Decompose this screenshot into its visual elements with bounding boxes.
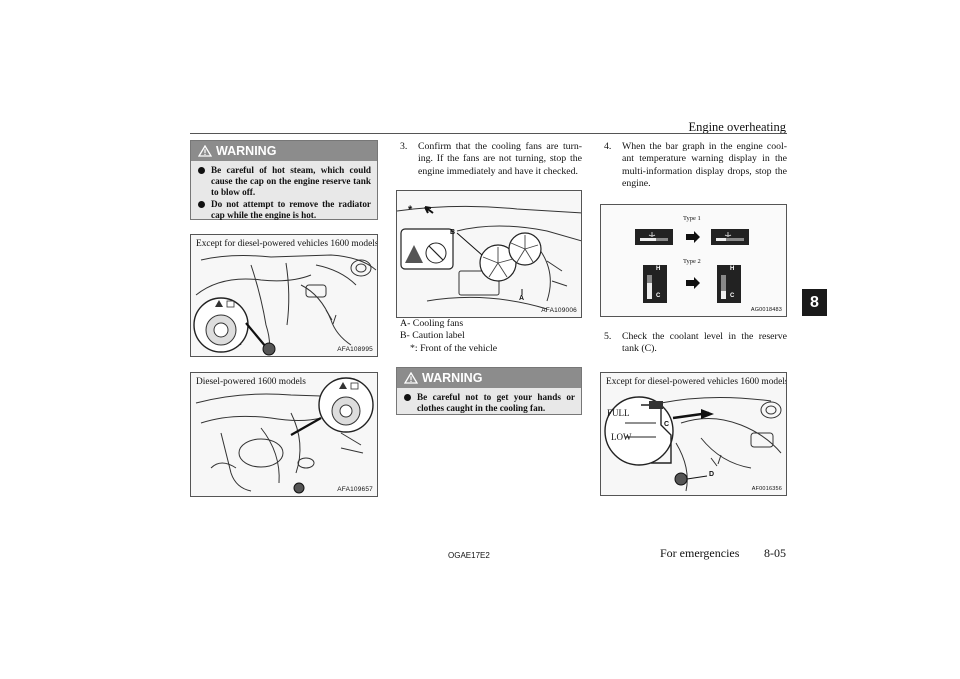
figure-code: AF0016356 bbox=[751, 486, 782, 492]
gauge-h-label: H bbox=[656, 266, 661, 272]
type1-label: Type 1 bbox=[683, 215, 701, 222]
gauge-c-label: C bbox=[656, 293, 661, 299]
figure-code: AG0018483 bbox=[750, 307, 782, 313]
engine-bay-diesel-illustration bbox=[195, 377, 374, 494]
header-rule bbox=[190, 133, 787, 134]
coolant-level-illustration bbox=[604, 396, 782, 492]
footer-section-title: For emergencies bbox=[660, 546, 740, 560]
arrow-right-icon bbox=[686, 231, 700, 243]
bullet-icon bbox=[198, 201, 205, 208]
bullet-icon bbox=[198, 167, 205, 174]
label-a: A bbox=[519, 295, 525, 302]
step-number: 3. bbox=[400, 141, 408, 152]
figure-reserve-tank-diesel: Diesel-powered 1600 models AFA109657 bbox=[190, 372, 378, 497]
label-d: D bbox=[709, 471, 715, 478]
warning-heading: WARNING bbox=[397, 368, 581, 388]
step-text: Confirm that the cooling fans are turn-i… bbox=[418, 141, 582, 177]
figure-caption: Except for diesel-powered vehicles 1600 … bbox=[606, 377, 787, 387]
legend-item-a: A- Cooling fans bbox=[400, 318, 464, 329]
warning-item-text: Do not attempt to remove the radiator ca… bbox=[211, 199, 371, 220]
label-star: * bbox=[408, 204, 413, 216]
footer-document-code: OGAE17E2 bbox=[448, 551, 490, 560]
bullet-icon bbox=[404, 394, 411, 401]
figure-caption: Diesel-powered 1600 models bbox=[196, 377, 306, 387]
arrow-right-icon bbox=[686, 277, 700, 289]
warning-item: Do not attempt to remove the radiator ca… bbox=[197, 199, 371, 221]
warning-item-text: Be careful not to get your hands or clot… bbox=[417, 392, 575, 413]
legend-item-b: B- Caution label bbox=[400, 330, 465, 342]
step-text: When the bar graph in the engine cool-an… bbox=[622, 141, 787, 190]
cooling-fans-illustration bbox=[397, 205, 581, 310]
temperature-display-illustration bbox=[635, 229, 749, 303]
page-header-title: Engine overheating bbox=[688, 120, 786, 134]
warning-box-cooling-fan: WARNING Be careful not to get your hands… bbox=[396, 367, 582, 415]
step-5: 5. Check the coolant level in the reserv… bbox=[604, 331, 787, 356]
figure-caption: Except for diesel-powered vehicles 1600 … bbox=[196, 239, 378, 249]
warning-item: Be careful not to get your hands or clot… bbox=[403, 392, 575, 414]
chapter-tab: 8 bbox=[802, 289, 827, 316]
warning-heading: WARNING bbox=[191, 141, 377, 161]
warning-box-hot-steam: WARNING Be careful of hot steam, which c… bbox=[190, 140, 378, 220]
step-4: 4. When the bar graph in the engine cool… bbox=[604, 141, 787, 191]
warning-triangle-icon bbox=[198, 145, 212, 157]
figure-reserve-tank-petrol: Except for diesel-powered vehicles 1600 … bbox=[190, 234, 378, 357]
warning-item-text: Be careful of hot steam, which could cau… bbox=[211, 165, 371, 197]
warning-item: Be careful of hot steam, which could cau… bbox=[197, 165, 371, 198]
step-number: 4. bbox=[604, 141, 612, 152]
label-c: C bbox=[664, 421, 670, 428]
warning-heading-label: WARNING bbox=[422, 371, 483, 385]
footer-page-number: 8-05 bbox=[764, 546, 786, 560]
full-level-label: FULL bbox=[607, 408, 630, 418]
step-text: Check the coolant level in the reserve t… bbox=[622, 331, 787, 355]
gauge-c-label: C bbox=[730, 293, 735, 299]
gauge-h-label: H bbox=[730, 266, 735, 272]
warning-heading-label: WARNING bbox=[216, 144, 277, 158]
figure-code: AFA109006 bbox=[541, 307, 577, 314]
figure-legend: A- Cooling fans B- Caution label *: Fron… bbox=[400, 318, 497, 355]
warning-triangle-icon bbox=[404, 372, 418, 384]
step-3: 3. Confirm that the cooling fans are tur… bbox=[400, 141, 582, 178]
figure-coolant-level: Except for diesel-powered vehicles 1600 … bbox=[600, 372, 787, 496]
figure-code: AFA109657 bbox=[337, 486, 373, 493]
figure-code: AFA108995 bbox=[337, 346, 373, 353]
low-level-label: LOW bbox=[611, 432, 632, 442]
engine-bay-illustration bbox=[193, 254, 377, 356]
figure-temperature-display: Type 1 Type 2 H C H C AG0018483 bbox=[600, 204, 787, 317]
label-b: B bbox=[450, 229, 456, 236]
type2-label: Type 2 bbox=[683, 258, 701, 265]
figure-cooling-fans: * B A AFA109006 bbox=[396, 190, 582, 318]
legend-item-star: *: Front of the vehicle bbox=[410, 342, 498, 354]
step-number: 5. bbox=[604, 331, 612, 342]
